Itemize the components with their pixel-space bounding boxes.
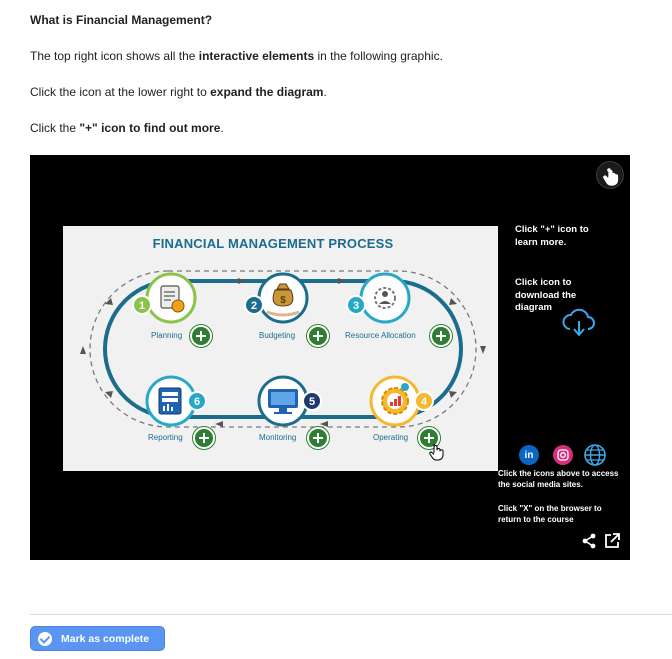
interactive-graphic: FINANCIAL MANAGEMENT PROCESS 1: [30, 155, 630, 560]
instagram-icon[interactable]: [553, 445, 573, 465]
process-loop: 1 $ 2 3: [80, 270, 486, 428]
cloud-download-icon[interactable]: [561, 305, 597, 339]
svg-text:$: $: [280, 295, 286, 306]
section-title: What is Financial Management?: [30, 13, 213, 27]
plus-button-resource-allocation[interactable]: [430, 325, 452, 347]
download-note: Click icon to download the diagram: [515, 277, 577, 313]
step-5-number: 5: [309, 396, 315, 408]
step-label-monitoring: Monitoring: [259, 433, 297, 442]
share-icon[interactable]: [579, 531, 599, 551]
instruction-line-2: Click the icon at the lower right to exp…: [30, 85, 327, 99]
section-divider: [30, 614, 672, 615]
social-media-note: Click the icons above to access the soci…: [498, 469, 619, 489]
step-monitoring-graphic: 5: [257, 375, 322, 427]
check-icon: [38, 631, 52, 646]
plus-button-reporting[interactable]: [193, 427, 215, 449]
financial-process-diagram: FINANCIAL MANAGEMENT PROCESS 1: [63, 226, 498, 471]
mark-as-complete-button[interactable]: Mark as complete: [30, 626, 165, 651]
plus-button-planning[interactable]: [190, 325, 212, 347]
step-budgeting-graphic: $ 2: [244, 272, 309, 324]
step-reporting-graphic: 6: [145, 375, 207, 427]
plus-button-budgeting[interactable]: [307, 325, 329, 347]
step-1-number: 1: [139, 300, 145, 312]
step-operating-graphic: 4: [369, 375, 434, 427]
show-interactive-elements-button[interactable]: [596, 161, 624, 189]
instruction-line-1: The top right icon shows all the interac…: [30, 49, 443, 63]
expand-diagram-icon[interactable]: [602, 531, 622, 551]
mark-as-complete-label: Mark as complete: [61, 632, 150, 645]
pointer-hand-icon: [603, 168, 619, 186]
step-2-number: 2: [251, 300, 257, 312]
plus-button-operating[interactable]: [418, 427, 440, 449]
step-6-number: 6: [194, 396, 200, 408]
plus-button-monitoring[interactable]: [307, 427, 329, 449]
diagram-title: FINANCIAL MANAGEMENT PROCESS: [152, 236, 394, 251]
step-4-number: 4: [421, 396, 428, 408]
step-resource-allocation-graphic: 3: [346, 272, 411, 324]
learn-more-note: Click "+" icon to learn more.: [515, 224, 589, 248]
hand-cursor-icon: [429, 444, 444, 461]
step-label-reporting: Reporting: [148, 433, 183, 442]
instruction-line-3: Click the "+" icon to find out more.: [30, 121, 224, 135]
linkedin-icon[interactable]: in: [519, 445, 539, 465]
globe-icon[interactable]: [583, 443, 607, 467]
step-label-budgeting: Budgeting: [259, 331, 296, 340]
step-label-operating: Operating: [373, 433, 409, 442]
step-planning-graphic: 1: [132, 272, 197, 324]
intro-text: What is Financial Management? The top ri…: [30, 12, 640, 156]
close-browser-note: Click "X" on the browser to return to th…: [498, 504, 602, 524]
step-label-resource-allocation: Resource Allocation: [345, 331, 416, 340]
step-label-planning: Planning: [151, 331, 183, 340]
step-3-number: 3: [353, 300, 359, 312]
